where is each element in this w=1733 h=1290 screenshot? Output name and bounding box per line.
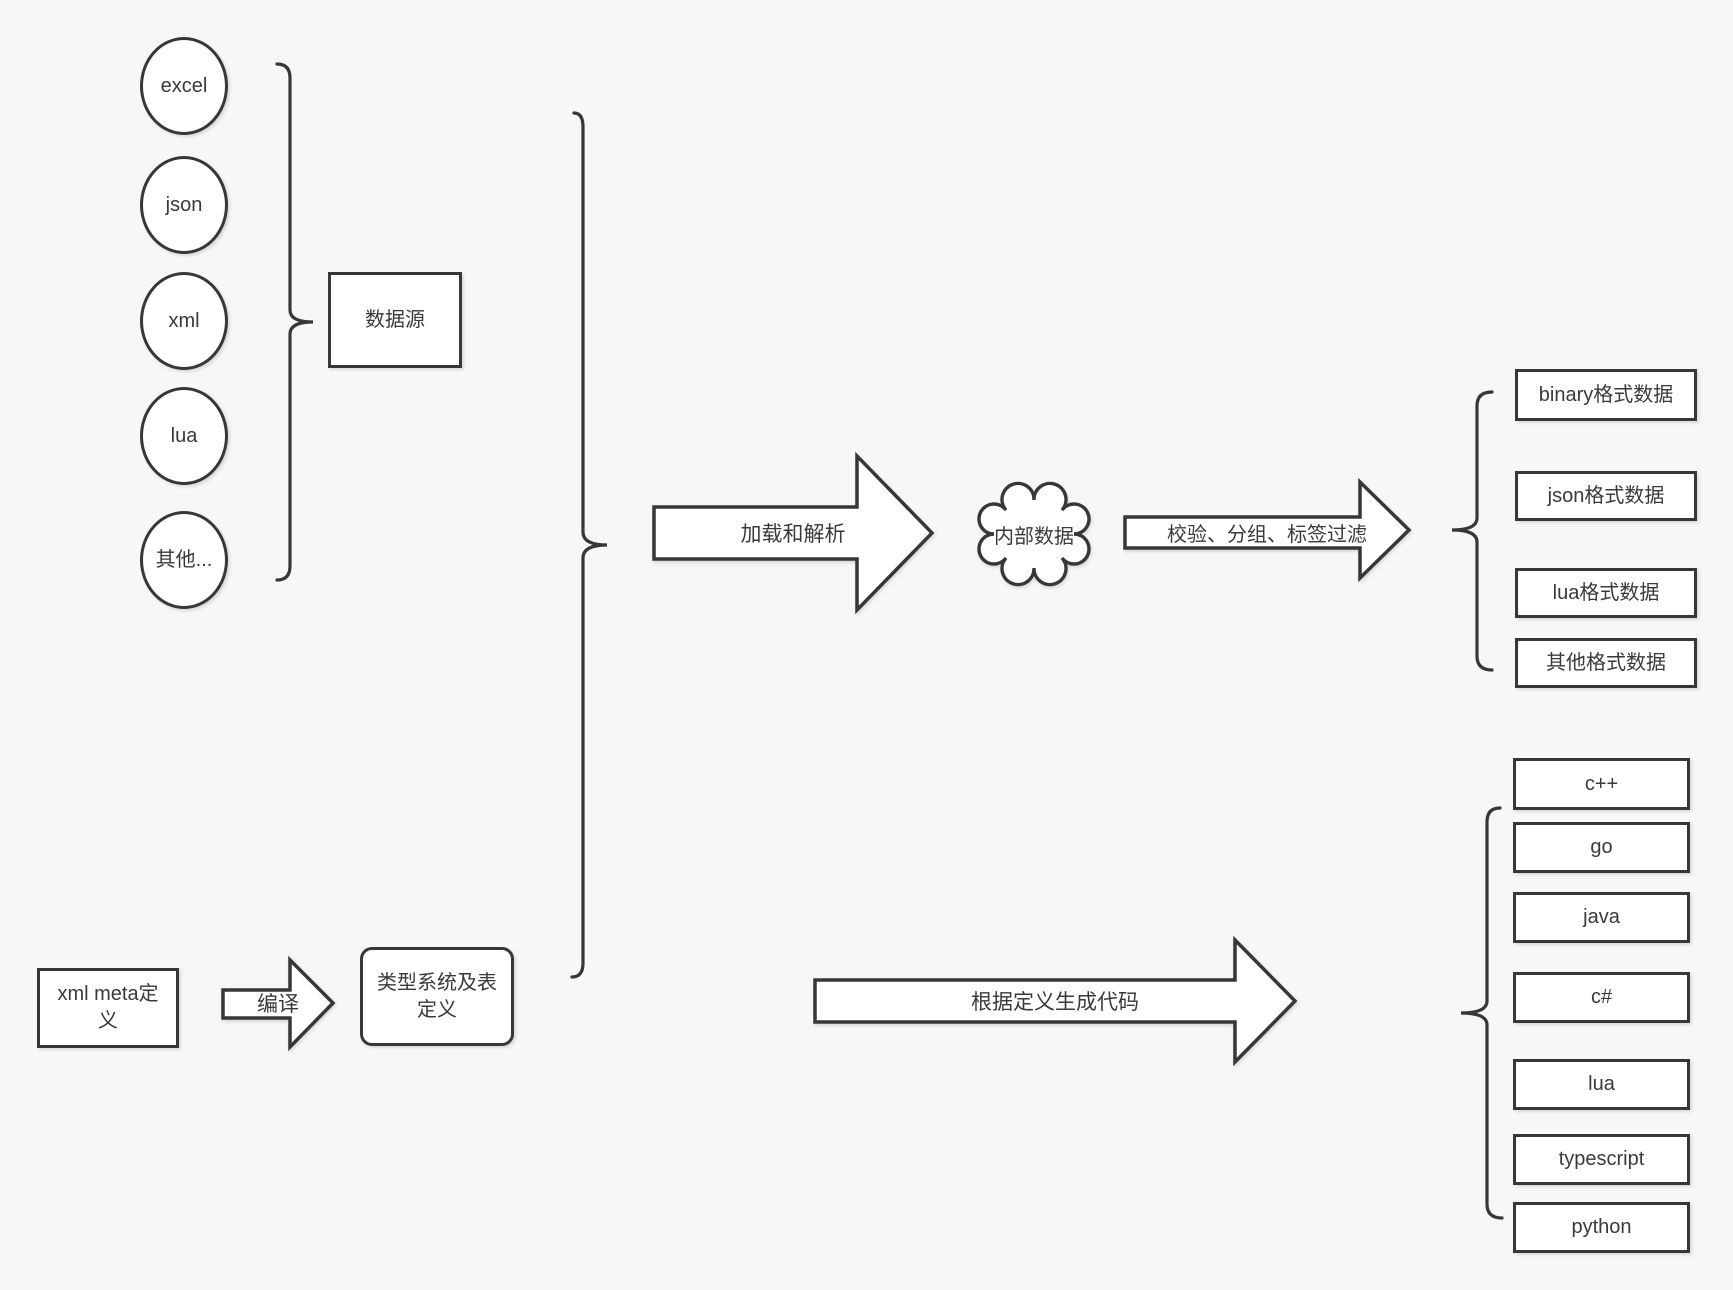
language-box-label: lua	[1588, 1073, 1615, 1095]
format-box-lua: lua格式数据	[1515, 568, 1697, 618]
generate-code-arrow	[813, 935, 1298, 1067]
load-parse-arrow	[652, 451, 935, 615]
type-system-label: 类型系统及表定义	[377, 971, 497, 1021]
language-box-label: python	[1571, 1216, 1632, 1238]
source-node-lua: lua	[140, 387, 228, 485]
language-box-label: java	[1583, 906, 1620, 928]
source-node-label: xml	[168, 309, 200, 332]
language-box-label: c#	[1590, 986, 1613, 1008]
format-box-others: 其他格式数据	[1515, 638, 1697, 688]
filter-arrow	[1123, 477, 1412, 583]
language-box-go: go	[1513, 822, 1690, 873]
source-node-label: 其他...	[155, 548, 213, 571]
language-box-lua: lua	[1513, 1059, 1690, 1110]
language-box-cpp: c++	[1513, 758, 1690, 810]
format-box-binary: binary格式数据	[1515, 369, 1697, 421]
xml-meta-label: xml meta定义	[57, 983, 159, 1032]
internal-data-cloud	[977, 481, 1091, 587]
source-node-label: lua	[170, 424, 198, 447]
compile-arrow	[221, 955, 336, 1052]
source-node-xml: xml	[140, 272, 228, 370]
format-box-label: json格式数据	[1547, 484, 1665, 507]
datasource-box: 数据源	[328, 272, 462, 368]
language-box-label: c++	[1584, 772, 1619, 795]
source-node-excel: excel	[140, 37, 228, 135]
language-box-label: go	[1590, 836, 1613, 858]
xml-meta-box: xml meta定义	[37, 968, 179, 1048]
source-node-label: excel	[160, 74, 208, 97]
language-box-python: python	[1513, 1202, 1690, 1253]
languages-group-brace	[1460, 806, 1504, 1220]
sources-group-brace	[275, 62, 314, 582]
language-box-csharp: c#	[1513, 972, 1690, 1023]
source-node-label: json	[165, 193, 203, 216]
language-box-typescript: typescript	[1513, 1134, 1690, 1185]
datasource-label: 数据源	[365, 308, 425, 331]
formats-group-brace	[1451, 390, 1494, 672]
language-box-java: java	[1513, 892, 1690, 943]
source-node-json: json	[140, 156, 228, 254]
type-system-box: 类型系统及表定义	[360, 947, 514, 1046]
format-box-label: lua格式数据	[1552, 581, 1660, 604]
load-input-group-brace	[570, 111, 608, 979]
format-box-label: 其他格式数据	[1546, 651, 1666, 674]
format-box-label: binary格式数据	[1538, 383, 1674, 406]
format-box-json: json格式数据	[1515, 471, 1697, 521]
language-box-label: typescript	[1558, 1148, 1645, 1170]
source-node-others: 其他...	[140, 511, 228, 609]
